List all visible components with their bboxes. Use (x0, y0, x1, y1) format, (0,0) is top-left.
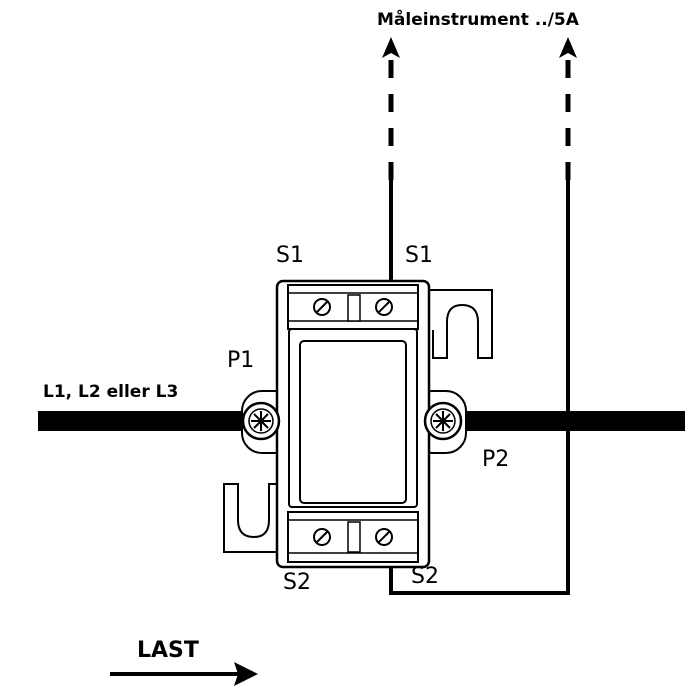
s2-right-label: S2 (411, 564, 439, 589)
meter-label: Måleinstrument ../5A (377, 10, 579, 30)
load-direction-arrow-icon (110, 662, 258, 686)
p1-star-screw-icon (241, 401, 281, 441)
s1-terminal-screw-left-icon (313, 298, 331, 316)
s2-wire-solid (389, 180, 570, 595)
bracket-bottom-left (223, 483, 288, 553)
s1-left-label: S1 (276, 243, 304, 268)
s1-right-label: S1 (405, 243, 433, 268)
transformer-window (299, 340, 407, 504)
s1-terminal-screw-right-icon (375, 298, 393, 316)
s1-up-arrow-icon (382, 37, 400, 58)
bracket-top-right (428, 289, 493, 359)
p2-label: P2 (482, 447, 510, 472)
load-label: LAST (137, 638, 199, 663)
p1-label: P1 (227, 348, 255, 373)
p2-star-screw-icon (423, 401, 463, 441)
primary-conductor-left (38, 411, 248, 431)
s2-terminal-screw-left-icon (313, 528, 331, 546)
line-label: L1, L2 eller L3 (43, 382, 179, 402)
s2-terminal-screw-right-icon (375, 528, 393, 546)
s2-up-arrow-icon (559, 37, 577, 58)
s2-left-label: S2 (283, 570, 311, 595)
